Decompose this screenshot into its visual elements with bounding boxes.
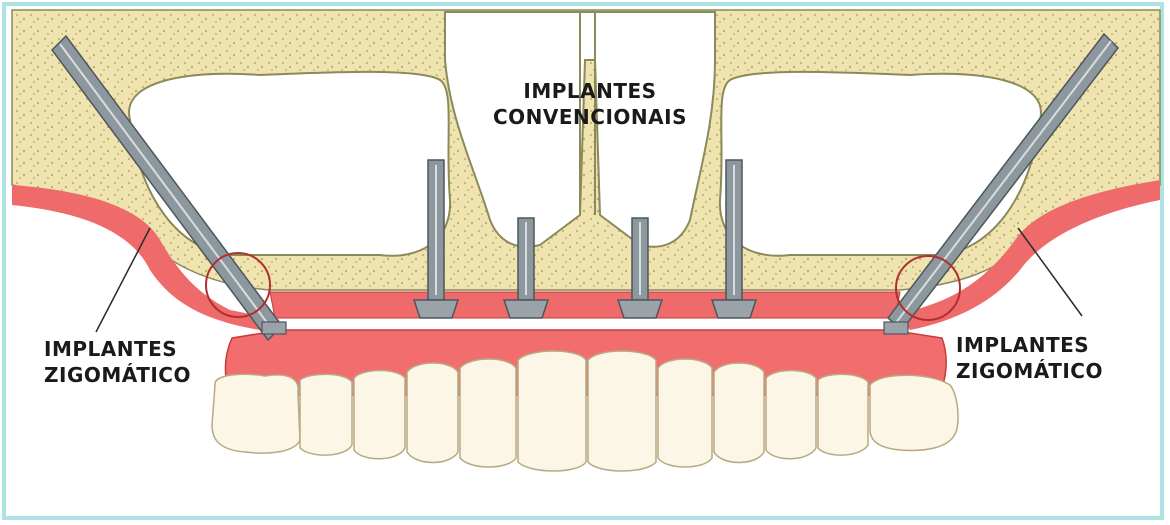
- tooth: [460, 359, 516, 467]
- maxillary-sinus-left: [129, 72, 450, 256]
- label-zygomatic-left-line2: ZIGOMÁTICO: [44, 362, 191, 388]
- leader-line-left: [96, 228, 150, 332]
- tooth: [870, 375, 958, 450]
- tooth: [407, 363, 458, 463]
- tooth: [518, 351, 586, 471]
- maxillary-sinus-right: [720, 72, 1041, 256]
- label-conventional-implants: IMPLANTES CONVENCIONAIS: [470, 78, 710, 130]
- tooth: [300, 374, 352, 455]
- tooth: [714, 363, 764, 463]
- tooth: [588, 351, 656, 471]
- tooth: [354, 371, 405, 459]
- label-conventional-line2: CONVENCIONAIS: [470, 104, 710, 130]
- tooth: [818, 374, 868, 455]
- label-conventional-line1: IMPLANTES: [470, 78, 710, 104]
- tooth: [658, 359, 712, 467]
- tooth: [766, 371, 816, 459]
- label-zygomatic-left: IMPLANTES ZIGOMÁTICO: [44, 336, 191, 388]
- label-zygomatic-right-line1: IMPLANTES: [956, 332, 1103, 358]
- label-zygomatic-right: IMPLANTES ZIGOMÁTICO: [956, 332, 1103, 384]
- label-zygomatic-right-line2: ZIGOMÁTICO: [956, 358, 1103, 384]
- gum-band: [270, 292, 900, 318]
- label-zygomatic-left-line1: IMPLANTES: [44, 336, 191, 362]
- tooth: [212, 374, 300, 453]
